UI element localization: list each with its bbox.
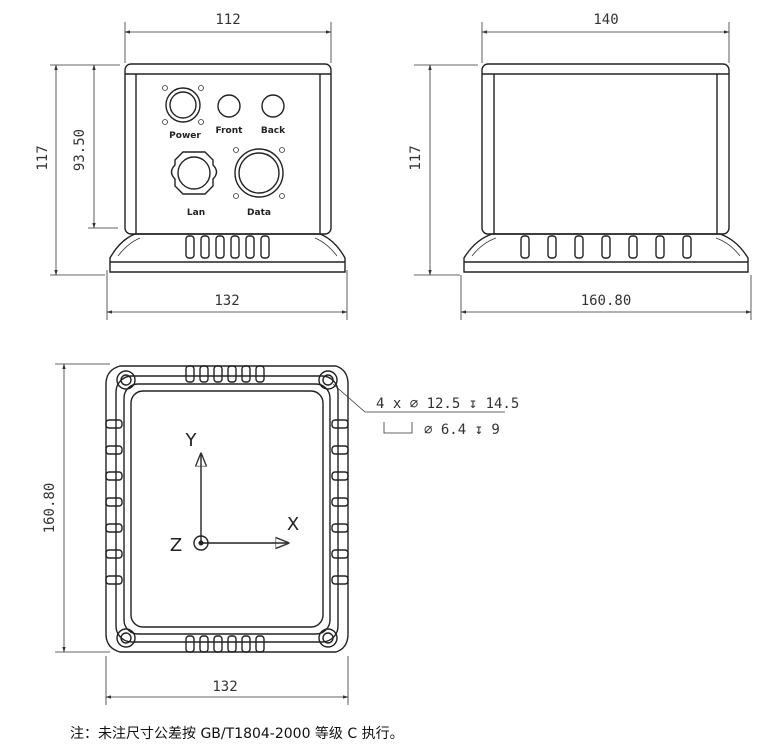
side-width-base-label: 160.80 — [581, 293, 632, 309]
coordinate-axes-icon — [193, 454, 288, 551]
side-view: 140 160.80 117 — [408, 12, 752, 320]
hole-callout-1: 4 x ⌀ 12.5 ↧ 14.5 — [376, 396, 519, 412]
power-connector-icon — [162, 85, 204, 125]
front-base-ribs — [185, 235, 270, 259]
back-label: Back — [261, 126, 286, 136]
bottom-view: 160.80 132 — [42, 363, 519, 705]
data-label: Data — [247, 208, 271, 218]
bottom-height-label: 160.80 — [42, 483, 58, 534]
bottom-view-ribs — [105, 365, 349, 653]
hole-callout-2: ⌀ 6.4 ↧ 9 — [424, 422, 500, 438]
axis-y-label: Y — [185, 430, 198, 451]
bottom-width-label: 132 — [212, 679, 237, 695]
back-indicator-icon — [261, 94, 285, 118]
power-label: Power — [169, 131, 201, 141]
front-height-total-label: 117 — [35, 145, 51, 170]
front-label: Front — [216, 126, 244, 136]
mounting-holes — [116, 370, 338, 648]
axis-x-label: X — [287, 514, 299, 535]
side-height-total-label: 117 — [408, 145, 424, 170]
lan-label: Lan — [187, 208, 205, 218]
lan-connector-icon — [170, 151, 218, 195]
front-width-base-label: 132 — [214, 293, 239, 309]
data-connector-icon — [233, 147, 285, 199]
side-width-top-label: 140 — [593, 12, 618, 28]
front-view: 112 132 117 93.50 Power — [35, 12, 348, 320]
front-height-body-label: 93.50 — [72, 129, 88, 171]
axis-z-label: Z — [170, 535, 182, 556]
front-indicator-icon — [217, 94, 241, 118]
tolerance-note: 注：未注尺寸公差按 GB/T1804-2000 等级 C 执行。 — [70, 726, 404, 742]
front-width-top-label: 112 — [215, 12, 240, 28]
side-base-ribs — [520, 235, 692, 259]
